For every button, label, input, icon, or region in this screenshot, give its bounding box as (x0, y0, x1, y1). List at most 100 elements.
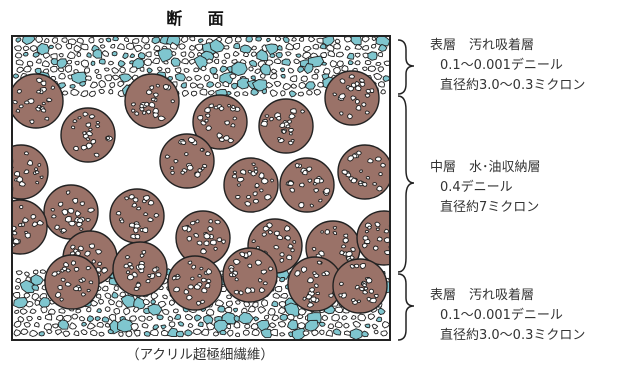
core-fiber-speck (127, 261, 133, 267)
core-fiber-speck (80, 144, 88, 151)
core-fiber-speck (143, 212, 149, 216)
fine-fiber (129, 66, 138, 73)
core-fiber-speck (187, 284, 194, 290)
core-fiber-speck (323, 187, 331, 195)
core-fiber-speck (290, 139, 295, 143)
fine-fiber (319, 329, 325, 336)
core-fiber-speck (190, 220, 196, 226)
core-fiber-speck (31, 221, 39, 228)
core-fiber-speck (41, 101, 46, 106)
core-fiber-speck (277, 136, 282, 141)
fine-fiber (250, 322, 259, 330)
fine-fiber (141, 322, 149, 329)
top-layer-name: 表層 汚れ吸着層 (430, 38, 535, 53)
fine-fiber (101, 316, 110, 323)
core-fiber-speck (193, 232, 199, 238)
core-fiber-speck (115, 211, 122, 216)
fine-fiber (321, 314, 329, 321)
fine-fiber (32, 269, 39, 275)
fine-fiber (197, 321, 204, 328)
fine-fiber (150, 299, 157, 305)
core-fiber-speck (95, 124, 101, 129)
fine-fiber (88, 90, 96, 98)
core-fiber (159, 133, 215, 189)
core-fiber-speck (332, 92, 338, 97)
fine-fiber (56, 58, 68, 70)
fine-fiber (250, 51, 258, 57)
core-fiber-speck (199, 147, 204, 152)
core-fiber-speck (77, 245, 84, 251)
fine-fiber (14, 52, 23, 59)
fine-fiber (86, 306, 92, 313)
fine-fiber (361, 330, 369, 338)
core-fiber-speck (39, 175, 44, 180)
fine-fiber (238, 311, 254, 325)
fine-fiber (261, 299, 269, 307)
core-fiber-speck (366, 296, 372, 302)
core-fiber-speck (3, 228, 8, 232)
core-fiber-speck (78, 278, 84, 283)
fine-fiber (50, 53, 58, 60)
core-fiber-speck (88, 243, 96, 249)
fine-fiber (16, 66, 25, 74)
fine-fiber (123, 37, 129, 43)
fine-fiber (66, 59, 73, 65)
fine-fiber (226, 294, 233, 300)
core-fiber-speck (81, 292, 87, 297)
core-fiber-speck (288, 127, 294, 133)
fine-fiber (15, 270, 23, 276)
fine-fiber (46, 328, 53, 335)
core-fiber-speck (302, 296, 307, 301)
core-fiber-speck (200, 299, 206, 305)
core-fiber-speck (44, 116, 50, 121)
fine-fiber (129, 53, 136, 59)
core-fiber-speck (201, 287, 208, 294)
fine-fiber (371, 323, 379, 330)
core-fiber-speck (24, 232, 31, 239)
core-fiber-speck (298, 201, 305, 209)
core-fiber-speck (204, 107, 211, 113)
core-fiber-speck (258, 172, 265, 179)
core-fiber-speck (0, 163, 5, 168)
fine-fiber (156, 314, 164, 321)
fine-fiber (119, 66, 126, 74)
core-fiber-speck (50, 85, 56, 90)
fine-fiber (344, 45, 351, 51)
fine-fiber (263, 314, 270, 321)
core-fiber-speck (367, 158, 374, 164)
core-fiber-speck (36, 89, 42, 94)
fine-fiber (326, 44, 335, 52)
core-fiber-speck (149, 85, 155, 91)
core-fiber-speck (138, 263, 146, 270)
core-fiber-speck (285, 124, 291, 129)
fine-fiber (137, 52, 146, 59)
fine-fiber (164, 67, 171, 74)
core-fiber-speck (261, 232, 268, 237)
core-fiber-speck (79, 227, 84, 231)
fine-fiber (102, 285, 109, 292)
fine-fiber (70, 88, 80, 96)
core-fiber-speck (132, 197, 139, 203)
fine-fiber (126, 42, 135, 50)
core-fiber-speck (59, 297, 64, 302)
fine-fiber (248, 66, 254, 72)
fine-fiber (116, 43, 125, 51)
fine-fiber (373, 329, 379, 335)
core-fiber-speck (349, 263, 355, 269)
core-fiber-speck (191, 264, 197, 270)
fine-fiber (212, 52, 220, 58)
fine-fiber (198, 38, 204, 44)
fine-fiber (194, 74, 202, 82)
fine-fiber (13, 73, 20, 79)
core-fiber-speck (354, 284, 360, 290)
core-fiber-speck (276, 115, 282, 121)
fine-fiber (111, 67, 120, 74)
core-fiber (279, 157, 335, 213)
fine-fiber (151, 37, 161, 45)
fine-fiber (90, 299, 99, 307)
core-fiber-speck (153, 212, 160, 218)
fine-fiber (118, 331, 124, 337)
core-fiber-speck (65, 281, 72, 287)
core-fiber-speck (5, 240, 11, 245)
core-fiber-speck (76, 218, 84, 224)
